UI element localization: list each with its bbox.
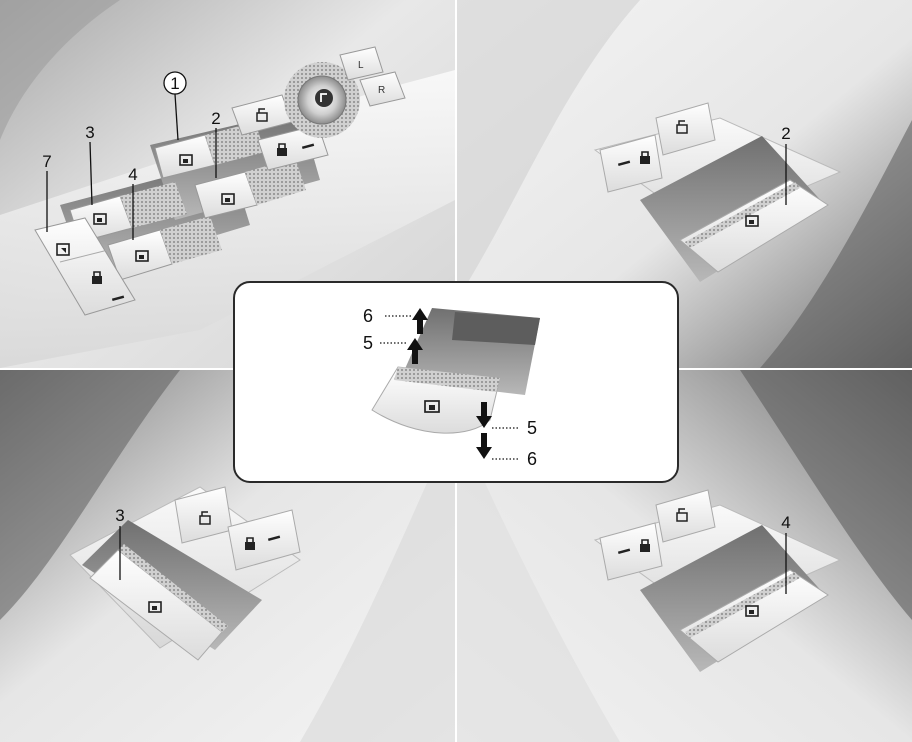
callout-label: 1 bbox=[170, 74, 179, 93]
mirror-left-icon: L bbox=[358, 60, 364, 71]
callout-label: 2 bbox=[211, 109, 220, 128]
callout-label: 3 bbox=[115, 506, 124, 525]
mirror-control-icon bbox=[315, 89, 333, 107]
callout-label: 5 bbox=[363, 333, 373, 353]
callout-label: 2 bbox=[781, 124, 790, 143]
switch-operation-inset: 6 5 5 6 bbox=[234, 282, 678, 482]
mirror-right-icon: R bbox=[378, 85, 385, 96]
callout-label: 6 bbox=[527, 449, 537, 469]
callout-label: 6 bbox=[363, 306, 373, 326]
callout-label: 4 bbox=[781, 513, 790, 532]
callout-label: 3 bbox=[85, 123, 94, 142]
callout-label: 5 bbox=[527, 418, 537, 438]
callout-label: 4 bbox=[128, 165, 137, 184]
callout-label: 7 bbox=[42, 152, 51, 171]
